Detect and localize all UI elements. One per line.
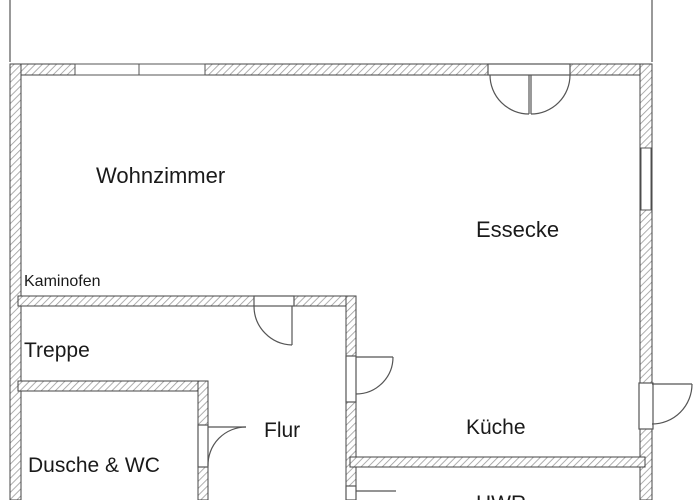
wall-hwr-top xyxy=(349,456,646,468)
wall-right xyxy=(639,63,653,500)
doors xyxy=(197,63,693,500)
window-top-1 xyxy=(74,63,140,76)
door-terrace-double xyxy=(487,63,571,115)
door-hwr xyxy=(345,485,396,500)
label-wohnzimmer: Wohnzimmer xyxy=(96,163,225,188)
label-essecke: Essecke xyxy=(476,217,559,242)
window-top-2 xyxy=(138,63,206,76)
windows xyxy=(74,63,652,211)
label-dusche-wc: Dusche & WC xyxy=(28,454,160,477)
wall-left xyxy=(9,63,22,500)
door-dusche xyxy=(197,424,247,468)
door-flur-right xyxy=(345,355,394,403)
label-flur: Flur xyxy=(264,419,300,442)
label-treppe: Treppe xyxy=(24,339,90,362)
walls xyxy=(9,63,653,500)
label-kueche: Küche xyxy=(466,416,526,439)
wall-stair-top xyxy=(17,295,357,307)
label-hwr: HWR xyxy=(476,492,526,500)
window-right xyxy=(640,147,652,211)
terrace-outline xyxy=(9,0,653,62)
door-entrance xyxy=(638,382,693,430)
label-kaminofen: Kaminofen xyxy=(24,273,101,290)
door-flur-top xyxy=(253,295,295,346)
wall-treppe-bottom xyxy=(17,380,209,392)
room-labels: Wohnzimmer Essecke Kaminofen Treppe Flur… xyxy=(24,163,559,500)
